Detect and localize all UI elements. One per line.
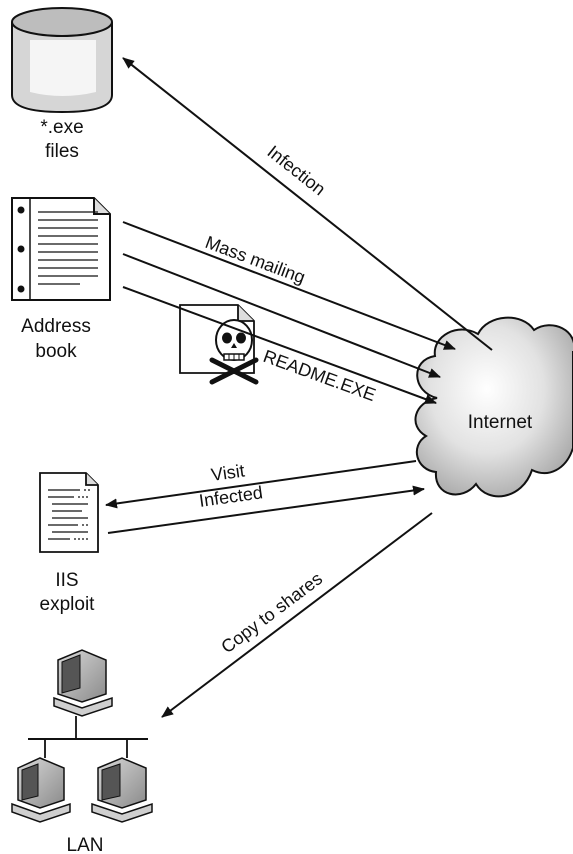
database-cylinder-icon (11, 7, 113, 114)
document-icon (39, 472, 99, 553)
mass-mailing-arrow-1 (122, 221, 456, 350)
address-book-icon (11, 197, 111, 301)
mass-mailing-label: Mass mailing (203, 232, 308, 288)
mass-mailing-arrow-2 (122, 253, 441, 378)
address-book-label-line1: Address (21, 316, 91, 337)
exe-files-label-line2: files (45, 141, 79, 162)
iis-exploit-label-line1: IIS (55, 570, 78, 591)
network-computers-icon (11, 649, 153, 823)
visit-arrow (105, 460, 417, 509)
address-book-label-line2: book (35, 341, 77, 362)
readme-arrow (122, 286, 437, 404)
iis-exploit-label-line2: exploit (40, 594, 96, 615)
lan-label: LAN (67, 835, 104, 854)
infection-label: Infection (264, 141, 330, 199)
visit-label: Visit (210, 460, 246, 484)
exe-files-label-line1: *.exe (40, 117, 83, 138)
skull-document-icon (179, 304, 259, 385)
infection-arrow (122, 57, 493, 351)
internet-label: Internet (468, 412, 533, 433)
infected-arrow (107, 485, 425, 534)
copy-to-shares-arrow (161, 512, 433, 718)
cloud-icon (414, 316, 573, 498)
copy-to-shares-label: Copy to shares (217, 568, 326, 657)
infected-label: Infected (198, 482, 264, 511)
